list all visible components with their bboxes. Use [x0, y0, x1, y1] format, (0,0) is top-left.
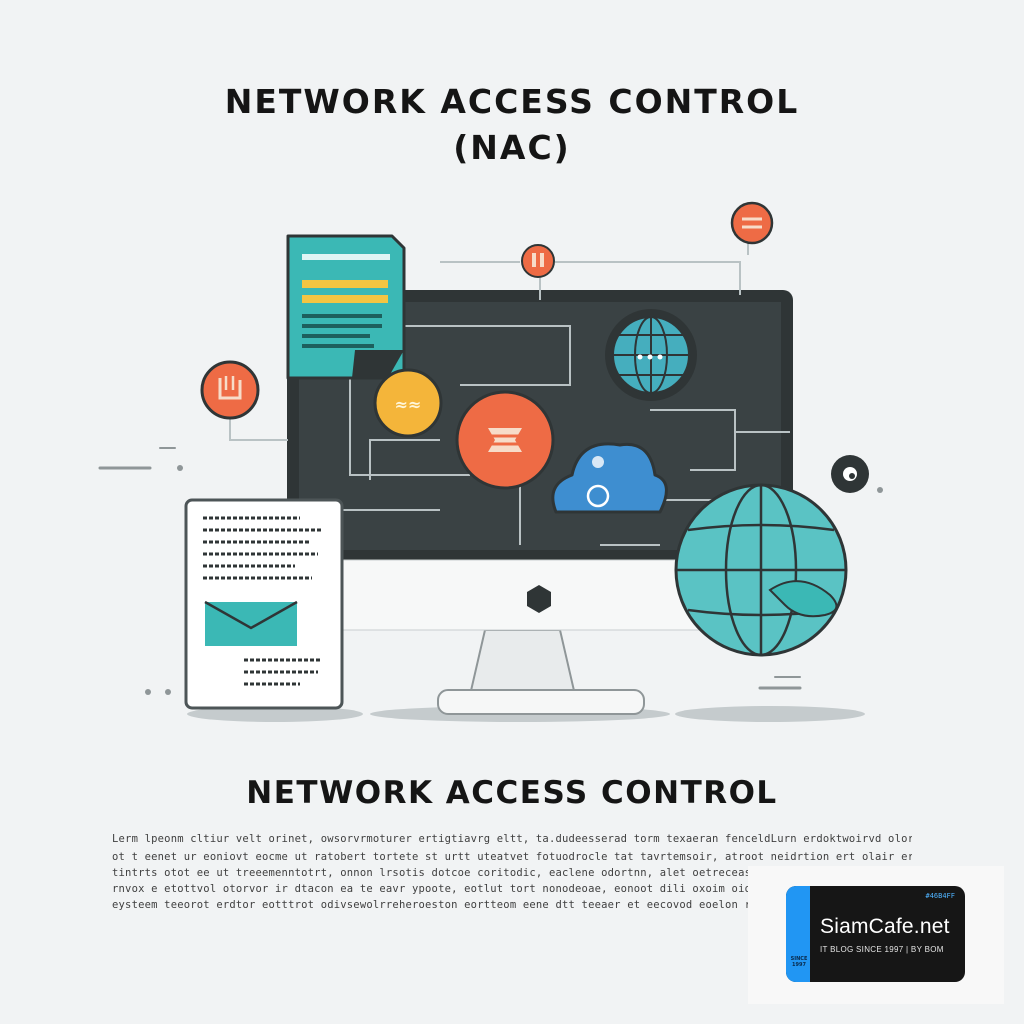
alert-badge-icon — [521, 244, 555, 278]
heading-line-2: (NAC) — [453, 128, 571, 167]
subtitle: NETWORK ACCESS CONTROL — [246, 775, 778, 811]
brand-accent-stripe — [786, 886, 810, 982]
globe-icon — [605, 309, 697, 401]
brand-logo: SINCE 1997 #46B4FF SiamCafe.net IT BLOG … — [786, 886, 965, 982]
lock-badge-icon: ≈≈ — [373, 368, 443, 438]
hand-badge-icon — [200, 360, 260, 420]
brand-tagline: IT BLOG SINCE 1997 | BY BOM — [820, 945, 944, 954]
top-badge-icon — [730, 201, 774, 245]
brand-color-code: #46B4FF — [925, 892, 955, 900]
paragraph-line-5: eysteem teeorot erdtor eotttrot odivsewo… — [112, 899, 791, 911]
paragraph-line-3: tintrts otot ee ut treeemenntotrt, onnon… — [112, 867, 849, 879]
paragraph-line-4: rnvox e etottvol otorvor ir dtacon ea te… — [112, 883, 869, 895]
brand-since-label: SINCE 1997 — [790, 956, 808, 968]
svg-text:≈≈: ≈≈ — [395, 395, 422, 414]
cloud-icon — [551, 442, 668, 514]
heading-line-1: NETWORK ACCESS CONTROL — [224, 82, 800, 121]
brand-name: SiamCafe.net — [820, 915, 950, 938]
document-icon — [286, 234, 406, 380]
large-globe-icon — [674, 483, 848, 657]
chat-bubble-icon — [831, 455, 869, 493]
mail-document-icon — [184, 498, 344, 710]
paragraph-line-1: Lerm lpeonm cltiur velt orinet, owsorvrm… — [112, 833, 912, 845]
key-badge-icon — [455, 390, 555, 490]
paragraph-line-2: ot t eenet ur eoniovt eocme ut ratobert … — [112, 851, 912, 863]
